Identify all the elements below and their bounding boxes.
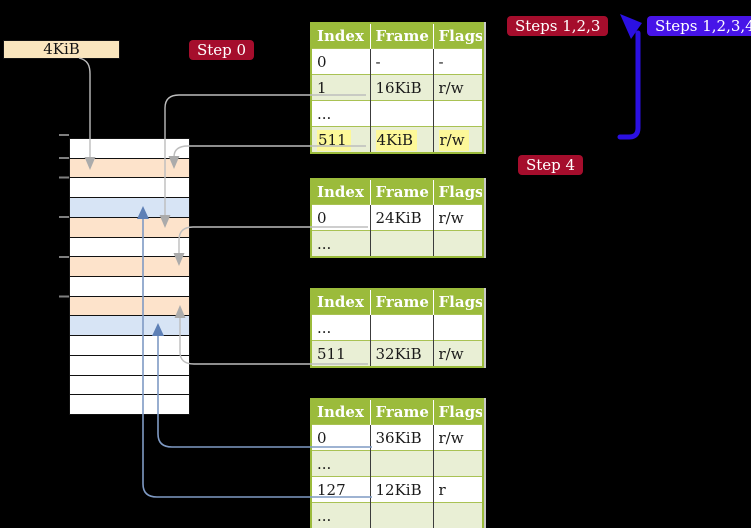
highlighted-cell: 4KiB <box>375 129 418 151</box>
column-header-index: Index <box>311 179 371 205</box>
table-row: 0 24KiB r/w <box>311 204 483 231</box>
memory-strip-row-6 <box>70 237 189 258</box>
column-header-flags: Flags <box>433 179 483 205</box>
memory-strip-row-7 <box>70 257 189 278</box>
memory-strip-row-5 <box>70 217 189 238</box>
badge-step-4: Step 4 <box>518 155 584 175</box>
badge-step-0: Step 0 <box>189 40 255 60</box>
page-size-label: 4KiB <box>43 40 80 58</box>
memory-strip-row-1 <box>70 139 189 159</box>
table-row: ... <box>311 314 483 341</box>
table-row: ... <box>311 502 483 528</box>
badge-steps-1-2-3-4: Steps 1,2,3,4 <box>647 16 751 36</box>
highlighted-cell: 511 <box>317 129 351 151</box>
column-header-index: Index <box>311 289 371 315</box>
table-header-row: Index Frame Flags <box>311 399 483 425</box>
table-header-row: Index Frame Flags <box>311 23 483 49</box>
table-row: 1 16KiB r/w <box>311 74 483 101</box>
page-table-1: Index Frame Flags 0 - - 1 16KiB r/w ... … <box>310 22 484 154</box>
column-header-flags: Flags <box>433 289 483 315</box>
memory-strip-row-2 <box>70 158 189 179</box>
table-row: ... <box>311 100 483 127</box>
badge-steps-1-2-3: Steps 1,2,3 <box>507 16 609 36</box>
table-row: ... <box>311 450 483 477</box>
column-header-index: Index <box>311 399 371 425</box>
page-table-3: Index Frame Flags ... 511 32KiB r/w <box>310 288 484 368</box>
column-header-flags: Flags <box>433 23 483 49</box>
memory-strip-row-9 <box>70 296 189 317</box>
column-header-frame: Frame <box>370 289 434 315</box>
memory-strip-row-8 <box>70 277 189 297</box>
strip-tick-marks <box>59 134 69 298</box>
memory-strip-row-11 <box>70 336 189 356</box>
memory-strip-row-4 <box>70 198 189 218</box>
table-row: ... <box>311 230 483 257</box>
steps-loop-arrow <box>617 14 642 140</box>
table-row: 0 36KiB r/w <box>311 424 483 451</box>
column-header-frame: Frame <box>370 399 434 425</box>
column-header-frame: Frame <box>370 23 434 49</box>
table-row: 0 - - <box>311 48 483 75</box>
column-header-frame: Frame <box>370 179 434 205</box>
table-row: 511 32KiB r/w <box>311 340 483 367</box>
table-row: 127 12KiB r <box>311 476 483 503</box>
highlighted-cell: r/w <box>438 129 469 151</box>
memory-strip-row-3 <box>70 178 189 199</box>
column-header-index: Index <box>311 23 371 49</box>
memory-strip-row-13 <box>70 375 189 396</box>
table-header-row: Index Frame Flags <box>311 289 483 315</box>
page-table-2: Index Frame Flags 0 24KiB r/w ... <box>310 178 484 258</box>
page-table-4: Index Frame Flags 0 36KiB r/w ... 127 12… <box>310 398 484 528</box>
table-row-highlighted: 511 4KiB r/w <box>311 126 483 153</box>
page-size-box: 4KiB <box>3 40 120 59</box>
column-header-flags: Flags <box>433 399 483 425</box>
memory-strip-row-14 <box>70 395 189 415</box>
memory-strip-row-12 <box>70 355 189 376</box>
table-header-row: Index Frame Flags <box>311 179 483 205</box>
memory-strip-row-10 <box>70 316 189 337</box>
memory-strip <box>69 138 190 415</box>
